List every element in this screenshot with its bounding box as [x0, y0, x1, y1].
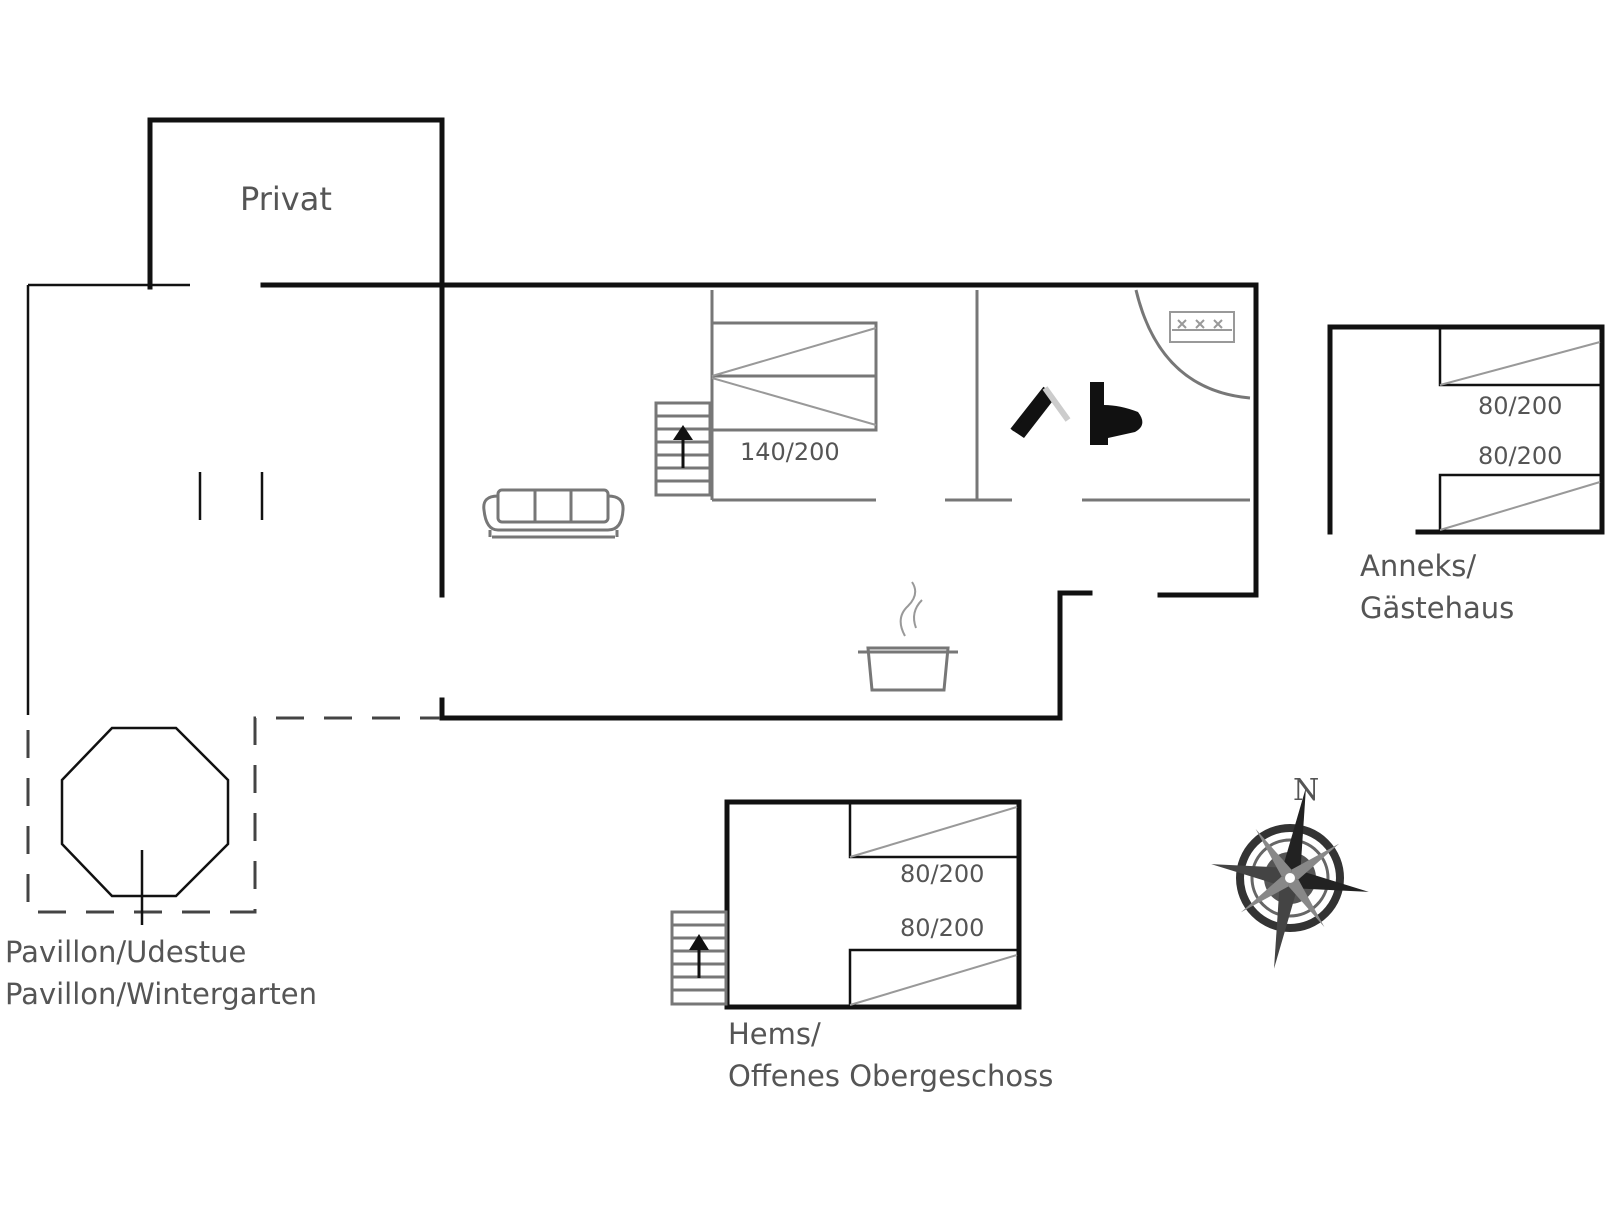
compass-rose-icon	[1211, 787, 1369, 969]
room-label-pavilion-2: Pavillon/Wintergarten	[5, 977, 317, 1011]
room-label-loft-2: Offenes Obergeschoss	[728, 1059, 1053, 1093]
room-label-pavilion-1: Pavillon/Udestue	[5, 935, 246, 969]
bed-label-main: 140/200	[740, 438, 840, 466]
bedroom: 140/200	[710, 290, 1250, 502]
bed-label-loft-1: 80/200	[900, 860, 984, 888]
bathroom	[1010, 289, 1251, 445]
toilet-icon	[1090, 382, 1143, 445]
shower-icon	[1169, 311, 1235, 343]
bed-label-annex-1: 80/200	[1478, 392, 1562, 420]
room-label-annex-2: Gästehaus	[1360, 591, 1514, 625]
toilet-lid-icon	[1012, 388, 1055, 438]
loft: 80/200 80/200 Hems/ Offenes Obergeschoss	[724, 799, 1053, 1093]
pavilion-area: Pavillon/Udestue Pavillon/Wintergarten	[5, 716, 440, 1011]
stairs-loft-up-arrow-icon	[689, 934, 709, 950]
annex: 80/200 80/200 Anneks/ Gästehaus	[1327, 324, 1605, 625]
stairs-up-arrow-icon	[673, 425, 693, 440]
sofa-icon	[482, 488, 625, 539]
room-label-annex-1: Anneks/	[1360, 549, 1476, 583]
compass-north-label: N	[1293, 773, 1319, 808]
door-marks	[198, 472, 264, 520]
main-house-walls	[26, 282, 1259, 721]
room-privat: Privat	[147, 117, 445, 290]
cooking-pot-icon	[858, 581, 958, 692]
stairs-loft	[670, 910, 728, 1006]
bed-label-annex-2: 80/200	[1478, 442, 1562, 470]
bed-label-loft-2: 80/200	[900, 914, 984, 942]
room-label-loft-1: Hems/	[728, 1017, 821, 1051]
stairs-main	[654, 401, 712, 497]
room-label-privat: Privat	[240, 180, 332, 218]
pavilion-octagon	[60, 726, 230, 898]
